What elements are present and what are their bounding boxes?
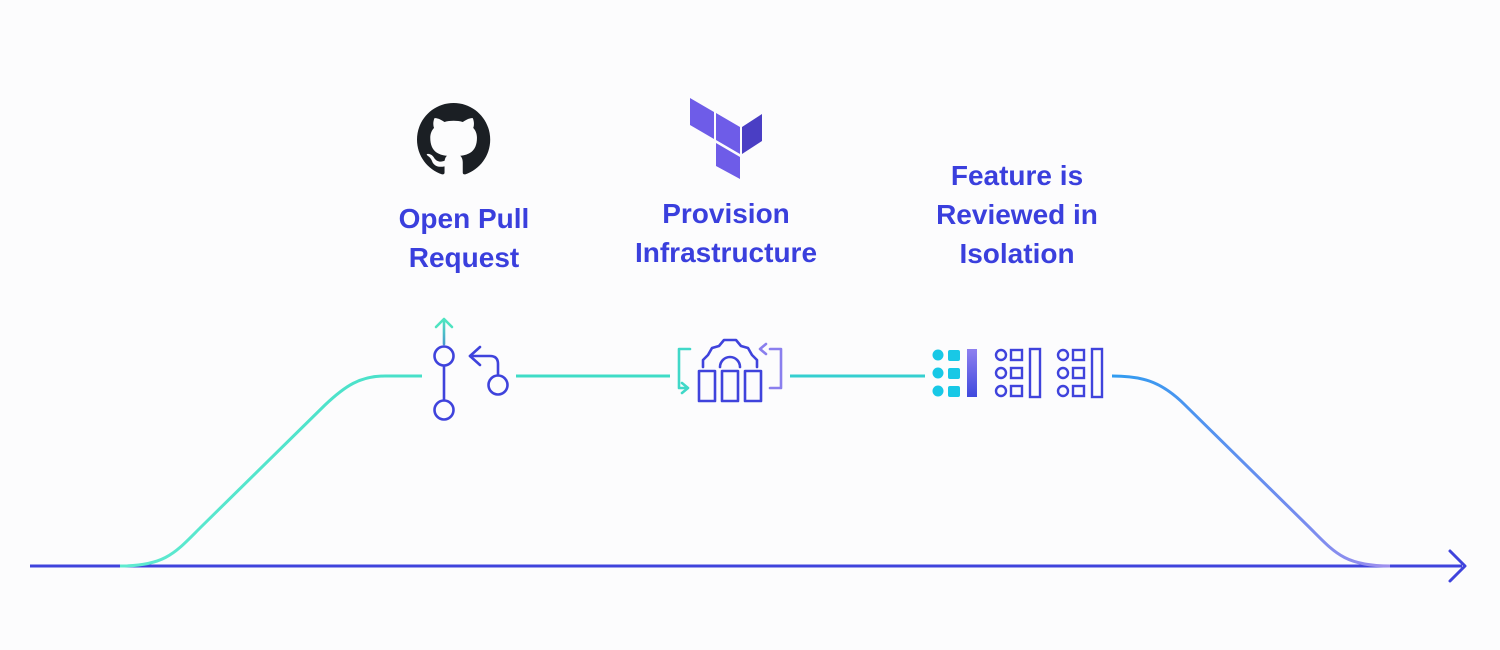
process-path [119,374,1391,568]
step-label-line: Provision [662,198,790,229]
terraform-block-left [690,98,714,139]
terraform-block-right [742,114,762,154]
feature-review-panels-icon [932,347,1104,399]
step-label-line: Open Pull [398,203,530,234]
terraform-block-bottom [716,143,740,179]
step-label-line: Feature is [950,160,1084,191]
terraform-icon [690,98,762,179]
step-label-feature-reviewed: Feature is Reviewed in Isolation [907,156,1127,273]
panel-outline-2 [1056,347,1104,399]
timeline [30,549,1467,583]
step-label-line: Isolation [959,238,1075,269]
git-pull-request-icon [433,317,509,421]
step-label-line: Reviewed in [936,199,1098,230]
arrow-right-icon [1448,549,1467,583]
github-icon [417,103,491,175]
panel-outline-1 [994,347,1042,399]
step-label-open-pull-request: Open Pull Request [364,199,564,277]
step-label-line: Request [408,242,520,273]
terraform-block-center [716,113,740,154]
panel-highlighted [932,349,977,397]
infrastructure-gear-icon [677,338,783,403]
step-label-line: Infrastructure [634,237,818,268]
path-fall-segment [1111,374,1391,568]
path-rise-segment [119,374,422,568]
step-label-provision-infrastructure: Provision Infrastructure [606,194,846,272]
